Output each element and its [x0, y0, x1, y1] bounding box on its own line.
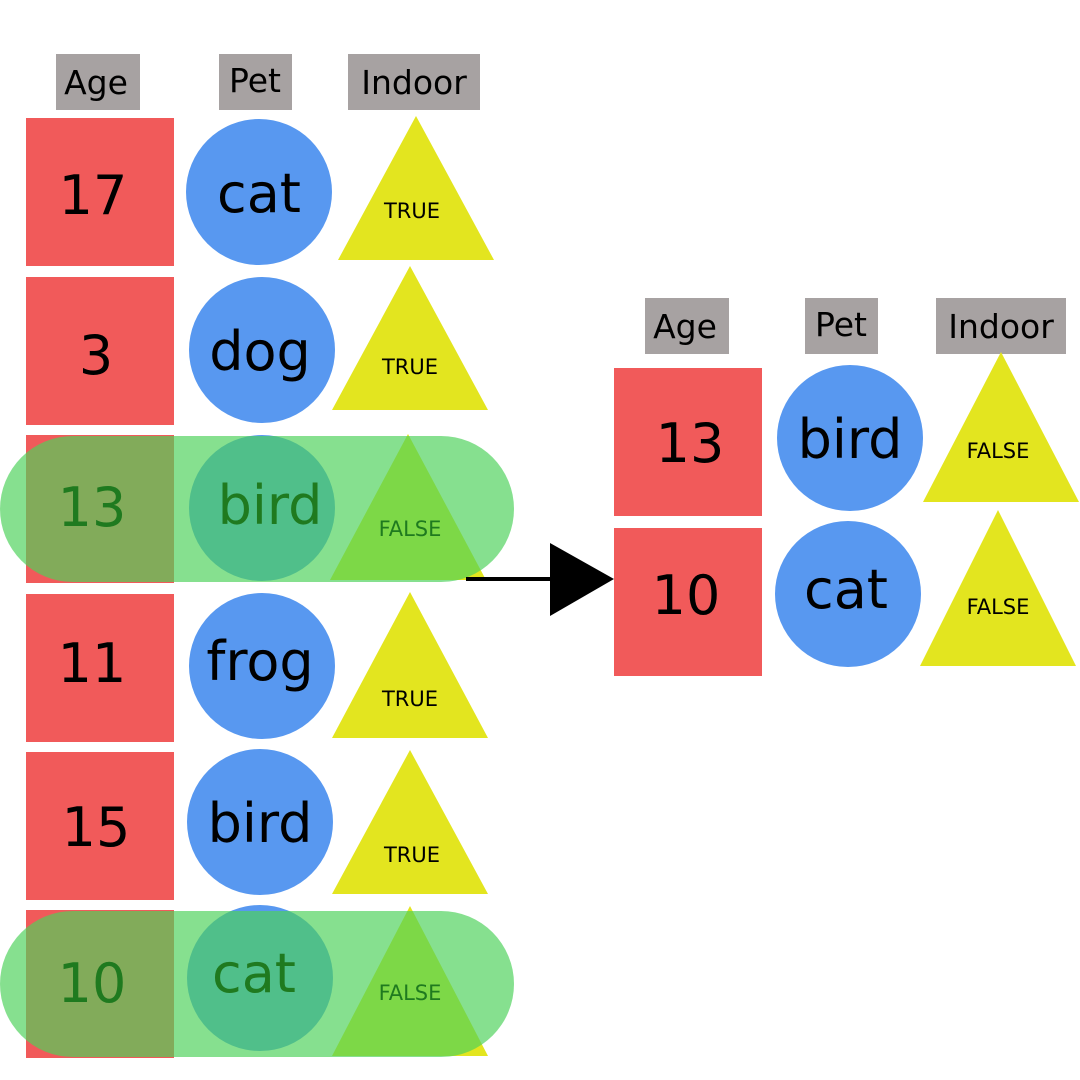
pet-value: dog — [209, 320, 311, 383]
indoor-value: FALSE — [379, 517, 442, 541]
source-pet-header: Pet — [229, 61, 281, 100]
source-row: 3 dog TRUE — [26, 266, 488, 425]
age-box — [26, 118, 174, 266]
result-row: 10 cat FALSE — [614, 510, 1076, 676]
source-row: 11 frog TRUE — [26, 592, 488, 742]
selection-highlight — [0, 436, 514, 582]
pet-circle — [186, 119, 332, 265]
result-indoor-header: Indoor — [948, 307, 1054, 346]
result-indoor-header-bg — [936, 298, 1066, 354]
pet-value: cat — [804, 558, 888, 621]
source-indoor-header: Indoor — [361, 63, 467, 102]
source-row: 17 cat TRUE — [26, 116, 494, 266]
source-age-header: Age — [64, 63, 128, 102]
indoor-triangle — [920, 510, 1076, 666]
source-age-header-bg — [56, 54, 140, 110]
indoor-triangle — [923, 352, 1079, 502]
result-pet-header: Pet — [815, 305, 867, 344]
age-value: 17 — [59, 164, 128, 227]
indoor-value: FALSE — [967, 595, 1030, 619]
indoor-triangle — [332, 592, 488, 738]
indoor-triangle — [332, 750, 488, 894]
result-age-header: Age — [653, 307, 717, 346]
age-box — [614, 528, 762, 676]
age-value: 10 — [58, 952, 127, 1015]
age-box — [26, 752, 174, 900]
source-pet-header-bg — [219, 54, 292, 110]
age-box — [26, 594, 174, 742]
indoor-value: TRUE — [381, 687, 438, 711]
result-row: 13 bird FALSE — [614, 352, 1079, 516]
indoor-triangle — [332, 266, 488, 410]
age-value: 13 — [58, 476, 127, 539]
age-value: 13 — [656, 412, 725, 475]
age-box — [614, 368, 762, 516]
arrow-icon — [466, 543, 614, 616]
pet-value: frog — [206, 630, 313, 693]
pet-circle — [777, 365, 923, 511]
result-age-header-bg — [645, 298, 729, 354]
pet-value: cat — [217, 162, 301, 225]
indoor-value: TRUE — [381, 355, 438, 379]
age-value: 3 — [79, 324, 113, 387]
pet-value: bird — [218, 474, 323, 537]
indoor-value: FALSE — [379, 981, 442, 1005]
source-row: 15 bird TRUE — [26, 749, 488, 900]
result-header-row: Age Pet Indoor — [645, 298, 1066, 354]
indoor-triangle — [338, 116, 494, 260]
pet-circle — [187, 749, 333, 895]
pet-circle — [189, 593, 335, 739]
indoor-value: TRUE — [383, 843, 440, 867]
pet-circle — [775, 521, 921, 667]
pet-value: bird — [798, 408, 903, 471]
result-pet-header-bg — [805, 298, 878, 354]
age-box — [26, 277, 174, 425]
indoor-value: TRUE — [383, 199, 440, 223]
selection-highlight — [0, 911, 514, 1057]
pet-circle — [189, 277, 335, 423]
indoor-value: FALSE — [967, 439, 1030, 463]
pet-value: cat — [212, 942, 296, 1005]
source-indoor-header-bg — [348, 54, 480, 110]
age-value: 15 — [62, 796, 131, 859]
source-header-row: Age Pet Indoor — [56, 54, 480, 110]
pet-value: bird — [208, 792, 313, 855]
age-value: 10 — [652, 564, 721, 627]
age-value: 11 — [58, 632, 127, 695]
